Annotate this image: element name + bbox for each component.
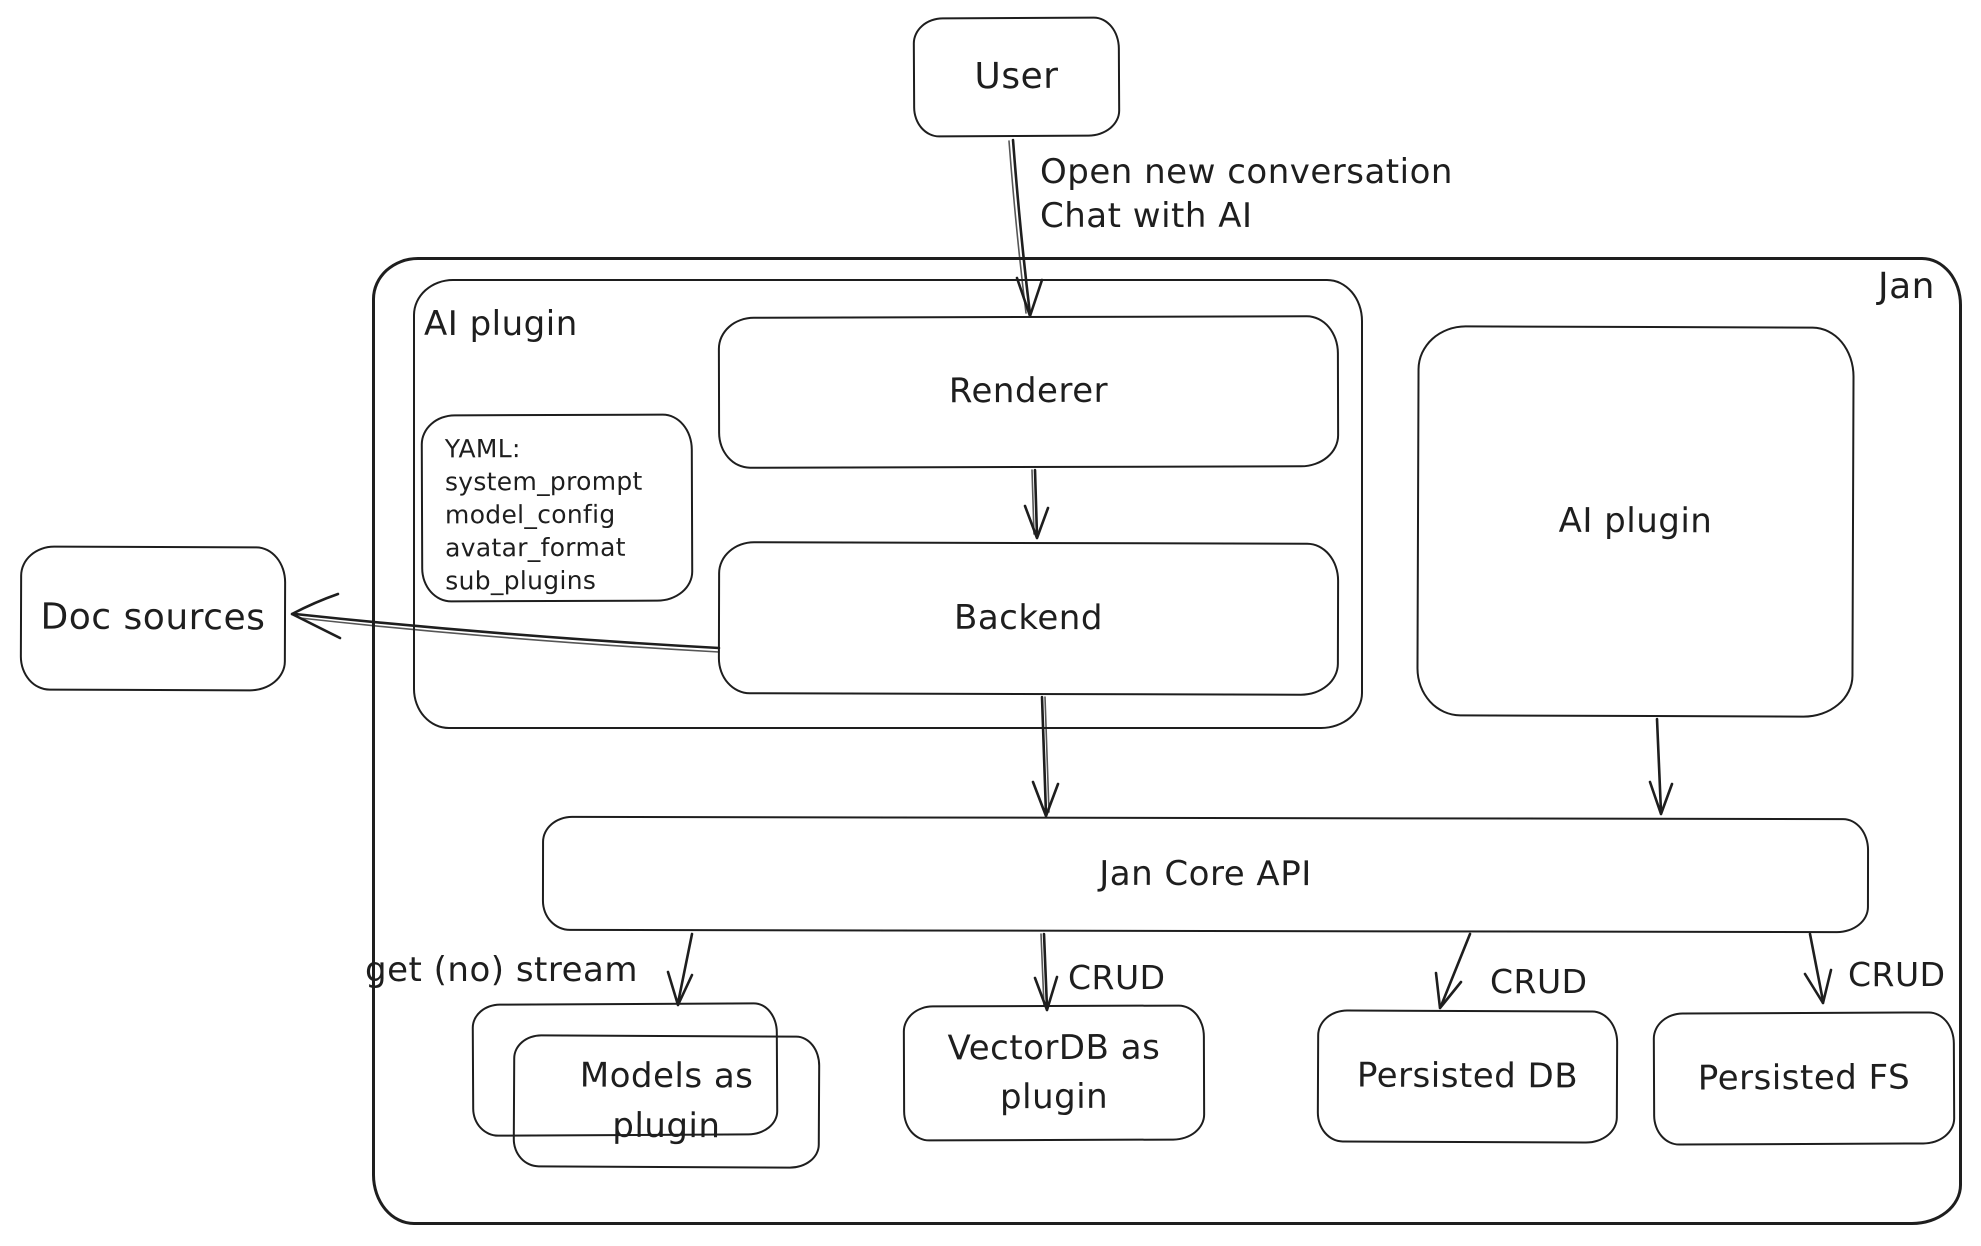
node-ai-plugin-label: AI plugin (1558, 500, 1713, 542)
node-models-plugin-label: Models as plugin (579, 1055, 754, 1146)
node-persisted-fs-label: Persisted FS (1697, 1057, 1911, 1099)
node-ai-plugin-group-label: AI plugin (424, 304, 578, 344)
node-vectordb-plugin: VectorDB as plugin (902, 1004, 1206, 1142)
yaml-note-line: system_prompt (444, 466, 643, 497)
jan-container-label: Jan (1878, 266, 1935, 307)
node-doc-sources-label: Doc sources (40, 597, 266, 639)
node-ai-plugin: AI plugin (1416, 325, 1855, 718)
edge-label-user-to-renderer: Open new conversation Chat with AI (1040, 150, 1453, 238)
yaml-note-line: avatar_format (445, 532, 626, 563)
edge-label-get-no-stream: get (no) stream (365, 950, 638, 990)
node-models-plugin: Models as plugin (512, 1034, 821, 1169)
node-backend-label: Backend (953, 597, 1103, 639)
node-user: User (912, 16, 1121, 138)
edge-label-crud-persisted-fs: CRUD (1848, 955, 1946, 994)
yaml-note-text: YAML: system_prompt model_config avatar_… (423, 416, 643, 598)
edge-label-crud-vectordb: CRUD (1068, 958, 1166, 997)
node-backend: Backend (717, 541, 1340, 696)
node-jan-core-api: Jan Core API (541, 815, 1870, 934)
node-persisted-fs: Persisted FS (1652, 1011, 1956, 1146)
node-persisted-db-label: Persisted DB (1356, 1055, 1579, 1097)
edge-label-crud-persisted-db: CRUD (1490, 962, 1588, 1001)
node-renderer-label: Renderer (948, 371, 1109, 412)
node-vectordb-plugin-label: VectorDB as plugin (947, 1027, 1161, 1118)
edge-label-line1: Open new conversation (1040, 152, 1453, 192)
node-user-label: User (974, 55, 1059, 98)
yaml-note-line: model_config (444, 499, 616, 530)
edge-label-line2: Chat with AI (1040, 196, 1253, 236)
node-jan-core-api-label: Jan Core API (1099, 853, 1312, 895)
node-persisted-db: Persisted DB (1316, 1009, 1619, 1144)
node-yaml-note: YAML: system_prompt model_config avatar_… (420, 413, 694, 603)
node-ai-plugin-group (413, 279, 1363, 729)
node-doc-sources: Doc sources (19, 545, 287, 692)
yaml-note-line: YAML: (444, 434, 521, 464)
yaml-note-line: sub_plugins (445, 565, 597, 596)
jan-container-box (372, 257, 1962, 1225)
node-renderer: Renderer (717, 315, 1340, 469)
